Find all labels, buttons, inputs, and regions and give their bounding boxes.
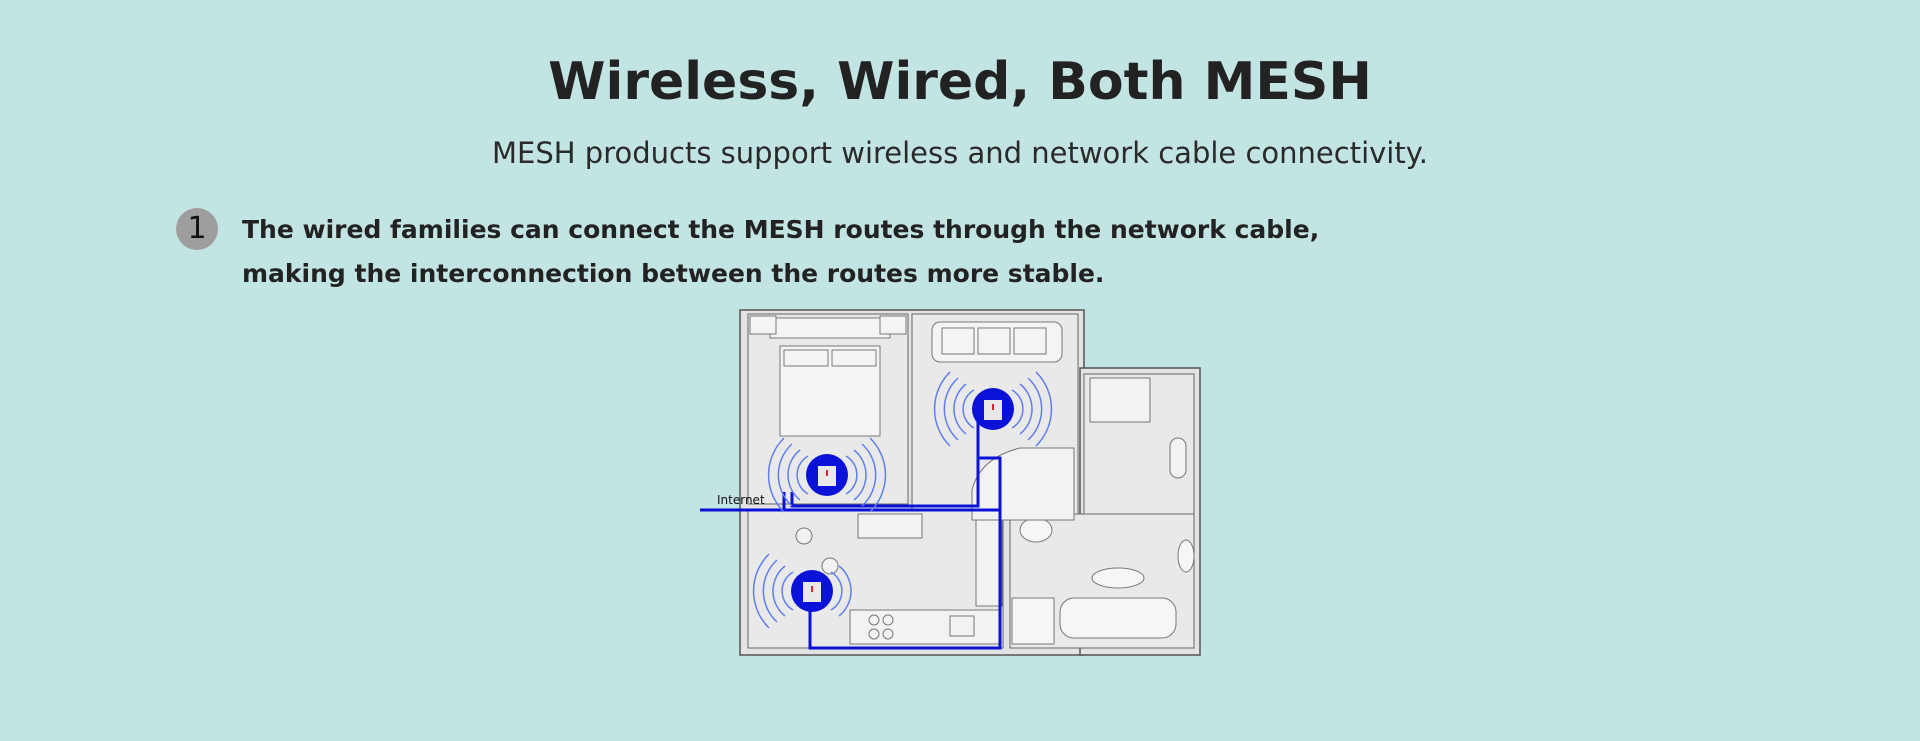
mesh-router-living <box>933 371 1053 447</box>
wifi-waves-icon <box>933 371 1053 447</box>
page-subtitle: MESH products support wireless and netwo… <box>492 136 1428 170</box>
dining-table <box>795 513 923 575</box>
kitchen-counter <box>849 517 1003 645</box>
page-title: Wireless, Wired, Both MESH <box>548 52 1372 112</box>
network-cable-line <box>700 398 1002 650</box>
bed-icon <box>749 315 907 437</box>
wifi-waves-icon <box>767 437 887 513</box>
internet-label: Internet <box>717 493 765 507</box>
feature-description: The wired families can connect the MESH … <box>242 215 1320 288</box>
desk-icon <box>971 377 1187 521</box>
sofa-icon <box>931 321 1063 363</box>
step-number-badge: 1 <box>176 208 218 250</box>
bathroom-fixtures <box>1011 517 1195 645</box>
mesh-router-kitchen <box>752 553 852 629</box>
floor-plan-illustration <box>700 309 1201 656</box>
wifi-waves-icon <box>752 553 852 629</box>
mesh-router-bedroom <box>767 437 887 513</box>
